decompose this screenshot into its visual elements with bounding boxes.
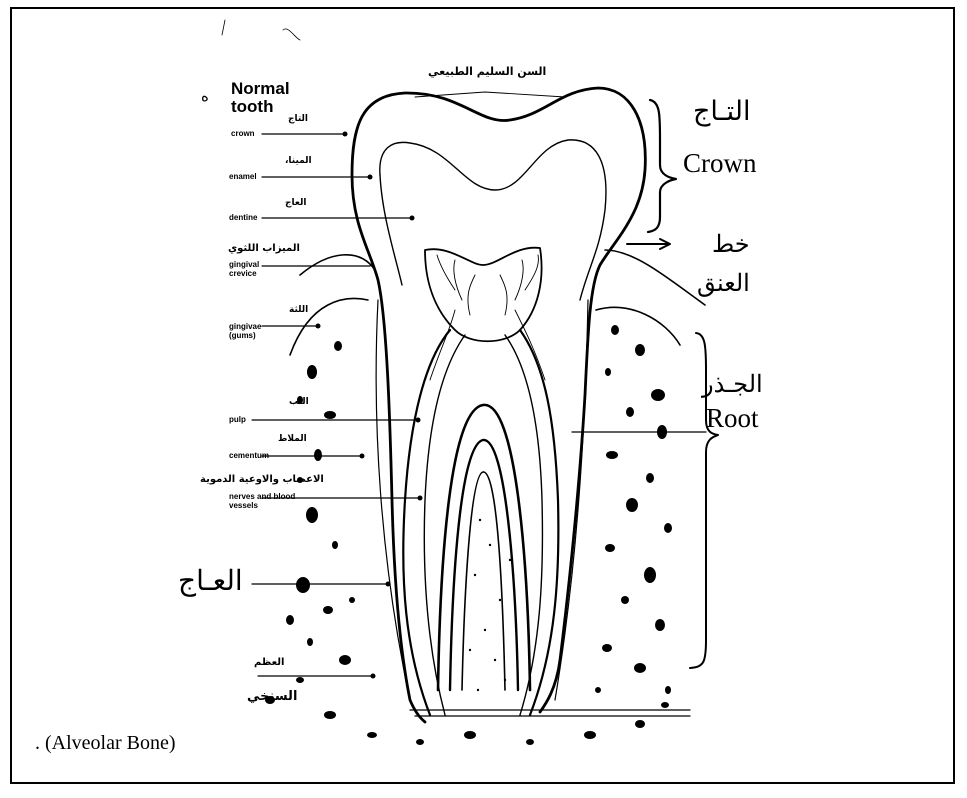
label-crevice-en: gingival crevice (229, 260, 269, 278)
bone-ar-1: العظم (254, 658, 284, 668)
label-nerves-ar: الاعصاب والاوعية الدموية (200, 475, 324, 485)
furcation-arch-2 (450, 440, 518, 690)
right-root-en: Root (706, 405, 759, 432)
label-dentine-ar: العاج (285, 199, 306, 208)
gum-left (300, 255, 375, 275)
label-crown-ar: التاج (288, 115, 308, 124)
alveolar-bone-label: . (Alveolar Bone) (35, 733, 176, 753)
label-dentine-en: dentine (229, 214, 257, 222)
crown-bracket (648, 100, 676, 232)
label-crown-en: crown (231, 130, 255, 138)
title-normal: Normal (231, 80, 290, 97)
leader-dots (316, 132, 423, 679)
stray-marks (222, 20, 300, 40)
bone-crest-right (596, 307, 680, 345)
right-root-ar: الجـذر (702, 372, 763, 396)
label-cementum-ar: الملاط (278, 435, 307, 444)
label-enamel-ar: المينا، (285, 157, 312, 166)
leader-lines (252, 134, 420, 676)
enamel-dentine-junction (380, 140, 606, 300)
root-canal-right-inner (505, 335, 542, 715)
bone-ar-2: السنخي (247, 690, 297, 703)
label-enamel-en: enamel (229, 173, 257, 181)
label-cementum-en: cementum (229, 452, 269, 460)
right-crown-ar: التـاج (693, 98, 750, 125)
furcation-arch-3 (462, 472, 505, 690)
title-arabic: السن السليم الطبيعي (428, 66, 546, 77)
root-canal-right-outer (520, 330, 558, 715)
title-tooth: tooth (231, 98, 273, 115)
dentine-big-ar: العـاج (178, 567, 243, 595)
enamel-dentine-junction-left (380, 175, 402, 285)
gum-right (605, 250, 705, 305)
cementum-right (555, 300, 588, 700)
label-gums-ar: اللثة (289, 306, 308, 315)
label-pulp-ar: اللب (289, 398, 309, 407)
pulp-chamber (425, 248, 542, 342)
alveolar-bone-texture (265, 325, 672, 745)
pulp-nerves (430, 255, 545, 380)
right-neck-ar-2: العنق (697, 271, 750, 295)
label-crevice-ar: الميزاب اللثوي (228, 244, 300, 254)
label-pulp-en: pulp (229, 416, 246, 424)
right-neck-ar-1: خط (712, 232, 750, 256)
label-gums-en: gingivae (gums) (229, 322, 269, 340)
root-canal-left-outer (403, 330, 450, 715)
stray-mark: ه (201, 89, 209, 104)
apex-lines (410, 710, 690, 716)
right-crown-en: Crown (683, 150, 757, 177)
label-nerves-en: nerves and blood vessels (229, 492, 299, 510)
